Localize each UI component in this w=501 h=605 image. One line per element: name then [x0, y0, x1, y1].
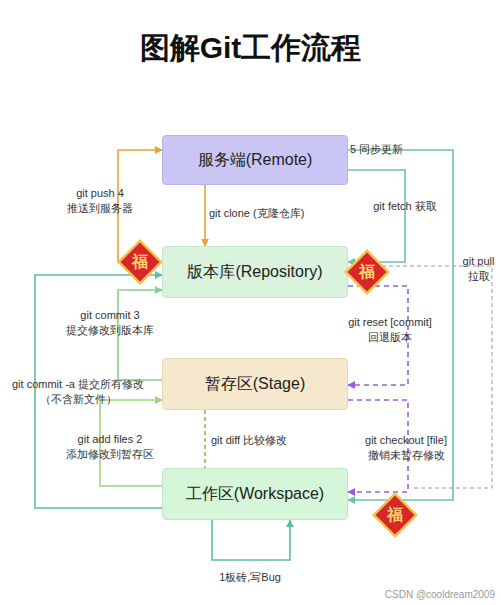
command-label: git pull 拉取: [456, 254, 501, 284]
fu-charm: [346, 251, 388, 293]
command-label: git fetch 获取: [372, 199, 438, 214]
stage-box: 服务端(Remote): [162, 135, 348, 185]
fu-charm: [119, 241, 161, 283]
stage-box: 暂存区(Stage): [162, 358, 348, 410]
command-label: git commit 3 提交修改到版本库: [58, 308, 162, 338]
fu-charm: [374, 494, 416, 536]
command-label: git clone (克隆仓库): [209, 206, 304, 221]
command-label: git push 4 推送到服务器: [55, 186, 145, 216]
stage-box: 版本库(Repository): [162, 246, 348, 298]
flow-arrow: [204, 185, 206, 246]
flow-arrow: [212, 520, 290, 560]
box-title: 版本库(Repository): [187, 262, 322, 283]
command-label: git commit -a 提交所有修改（不含新文件）: [2, 377, 154, 407]
watermark: CSDN @cooldream2009: [385, 589, 495, 600]
fu-character: 福: [125, 252, 155, 272]
command-label: git checkout [file] 撤销未暂存修改: [345, 433, 467, 463]
box-title: 工作区(Workspace): [186, 484, 324, 505]
command-label: git reset [commit] 回退版本: [333, 315, 447, 345]
stage-box: 工作区(Workspace): [162, 468, 348, 520]
step-note: 5 同步更新: [350, 142, 403, 157]
flow-arrow: [348, 170, 405, 262]
command-label: git add files 2 添加修改到暂存区: [58, 432, 162, 462]
command-label: 1板砖,写Bug: [200, 570, 300, 585]
flow-arrow: [35, 275, 162, 508]
diagram-title: 图解Git工作流程: [0, 28, 501, 69]
fu-character: 福: [352, 262, 382, 282]
box-title: 服务端(Remote): [198, 150, 313, 171]
command-label: git diff 比较修改: [211, 433, 287, 448]
fu-character: 福: [380, 505, 410, 525]
flow-arrow: [204, 410, 206, 468]
box-title: 暂存区(Stage): [205, 374, 305, 395]
